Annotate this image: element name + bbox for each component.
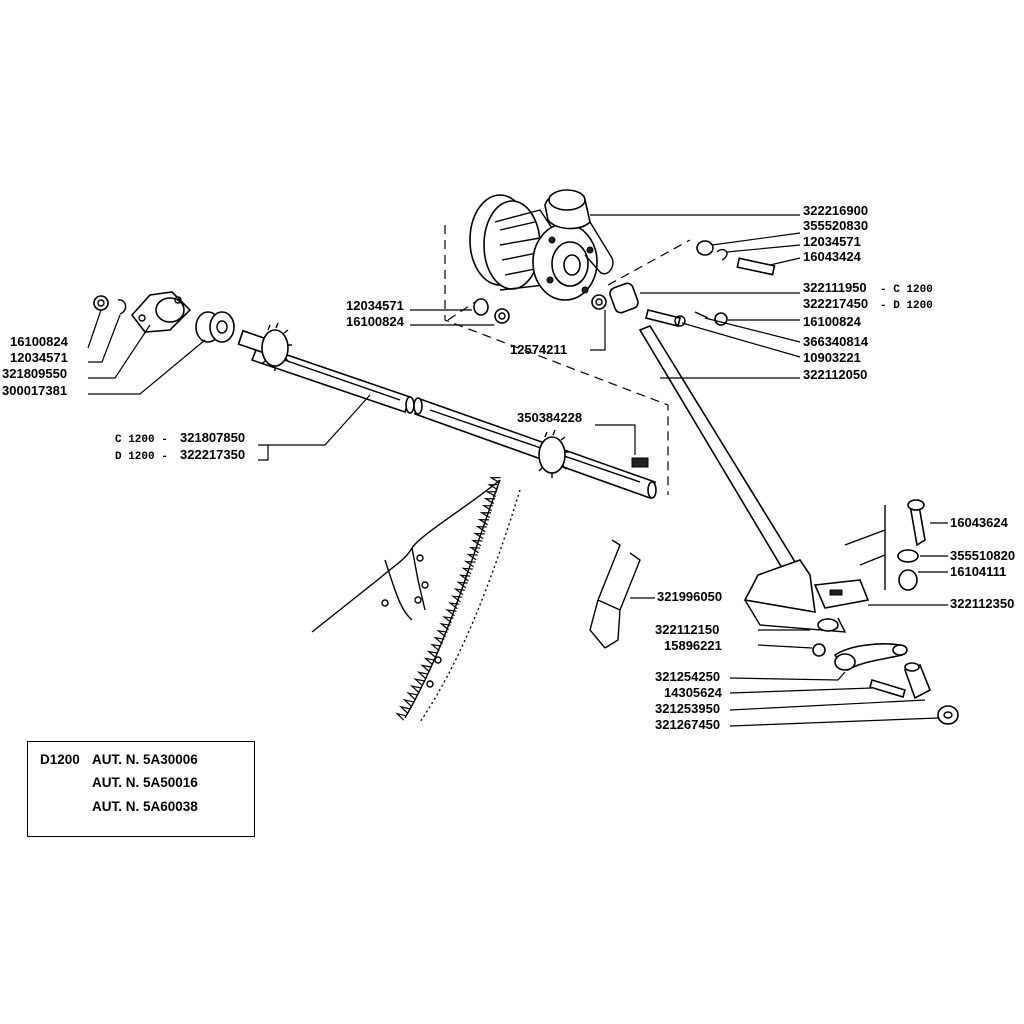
gear-tooth [458, 574, 471, 582]
auth-line-1: AUT. N. 5A30006 [92, 752, 198, 767]
part-labels: 322216900 355520830 12034571 16043424 32… [2, 203, 1015, 732]
starter-motor [469, 189, 614, 301]
gear-tooth [450, 595, 463, 603]
gear-tooth [395, 712, 407, 721]
label-16100824-middle: 16100824 [346, 314, 405, 329]
gear-tooth [468, 546, 481, 554]
gear-tooth [477, 519, 490, 526]
label-10903221: 10903221 [803, 350, 861, 365]
ring-gear-teeth [395, 476, 501, 721]
auth-line-3: AUT. N. 5A60038 [92, 799, 198, 814]
gear-tooth [445, 609, 457, 617]
gear-tooth [409, 685, 422, 693]
left-small-parts [93, 291, 235, 343]
gear-tooth [402, 698, 414, 707]
lever-assembly [638, 325, 926, 633]
gear-tooth [423, 657, 435, 666]
label-322217450: 322217450 [803, 296, 868, 311]
label-12034571-left: 12034571 [10, 350, 68, 365]
key [631, 457, 649, 468]
flywheel-ring-gear [311, 479, 521, 723]
gear-tooth [485, 491, 498, 498]
gear-tooth [448, 602, 460, 610]
gear-tooth [466, 553, 478, 561]
model-label: D1200 [40, 752, 80, 767]
gear-tooth [475, 525, 487, 533]
gear-tooth [398, 705, 411, 714]
gear-tooth [429, 643, 442, 652]
label-15896221: 15896221 [664, 638, 722, 653]
label-321267450: 321267450 [655, 717, 720, 732]
label-16043624: 16043624 [950, 515, 1009, 530]
label-16043424: 16043424 [803, 249, 862, 264]
linkage [812, 643, 959, 725]
pinion-gear-right [538, 429, 569, 478]
pinion-shaft [237, 322, 657, 500]
label-322217450-variant: - D 1200 [880, 300, 933, 312]
label-300017381: 300017381 [2, 383, 67, 398]
gear-tooth [406, 691, 418, 700]
label-322111950-variant: - C 1200 [880, 284, 933, 296]
label-322112150: 322112150 [655, 622, 719, 637]
label-322112350: 322112350 [950, 596, 1014, 611]
label-321253950: 321253950 [655, 701, 720, 716]
label-12034571-right: 12034571 [803, 234, 861, 249]
label-14305624: 14305624 [664, 685, 723, 700]
gear-tooth [416, 671, 429, 679]
label-322216900: 322216900 [803, 203, 868, 218]
label-12574211: 12574211 [510, 342, 567, 357]
gear-tooth [433, 636, 445, 645]
label-350384228: 350384228 [517, 410, 582, 425]
gear-tooth [420, 664, 432, 673]
pinion-gear-left [261, 322, 292, 371]
gear-tooth [463, 560, 476, 568]
label-355510820: 355510820 [950, 548, 1015, 563]
label-322217350: 322217350 [180, 447, 245, 462]
label-321254250: 321254250 [655, 669, 720, 684]
label-355520830: 355520830 [803, 218, 868, 233]
auth-line-2: AUT. N. 5A50016 [92, 775, 198, 790]
label-366340814: 366340814 [803, 334, 869, 349]
label-321807850: 321807850 [180, 430, 245, 445]
label-321996050: 321996050 [657, 589, 722, 604]
gear-tooth [439, 622, 451, 631]
gear-tooth [442, 616, 454, 624]
gear-tooth [453, 588, 465, 596]
middle-small-parts [473, 240, 776, 327]
gear-tooth [473, 532, 485, 540]
label-321809550: 321809550 [2, 366, 67, 381]
label-322111950: 322111950 [803, 280, 867, 295]
gear-tooth [487, 484, 499, 490]
gear-tooth [456, 581, 468, 589]
label-16104111: 16104111 [950, 564, 1006, 579]
gear-tooth [436, 629, 448, 638]
spring [589, 539, 641, 649]
label-12034571-middle: 12034571 [346, 298, 404, 313]
label-322217350-variant: D 1200 - [115, 451, 168, 463]
gear-tooth [413, 678, 425, 686]
label-16100824-right: 16100824 [803, 314, 862, 329]
gear-tooth [461, 567, 473, 575]
gear-tooth [481, 505, 494, 512]
label-16100824-left: 16100824 [10, 334, 69, 349]
gear-tooth [489, 476, 501, 483]
label-321807850-variant: C 1200 - [115, 434, 168, 446]
gear-tooth [470, 539, 483, 547]
gear-tooth [479, 512, 492, 519]
gear-tooth [483, 498, 496, 505]
leader-lines [87, 214, 948, 727]
authorization-box: D1200 AUT. N. 5A30006 AUT. N. 5A50016 AU… [27, 741, 255, 837]
label-322112050: 322112050 [803, 367, 867, 382]
gear-tooth [426, 650, 439, 659]
